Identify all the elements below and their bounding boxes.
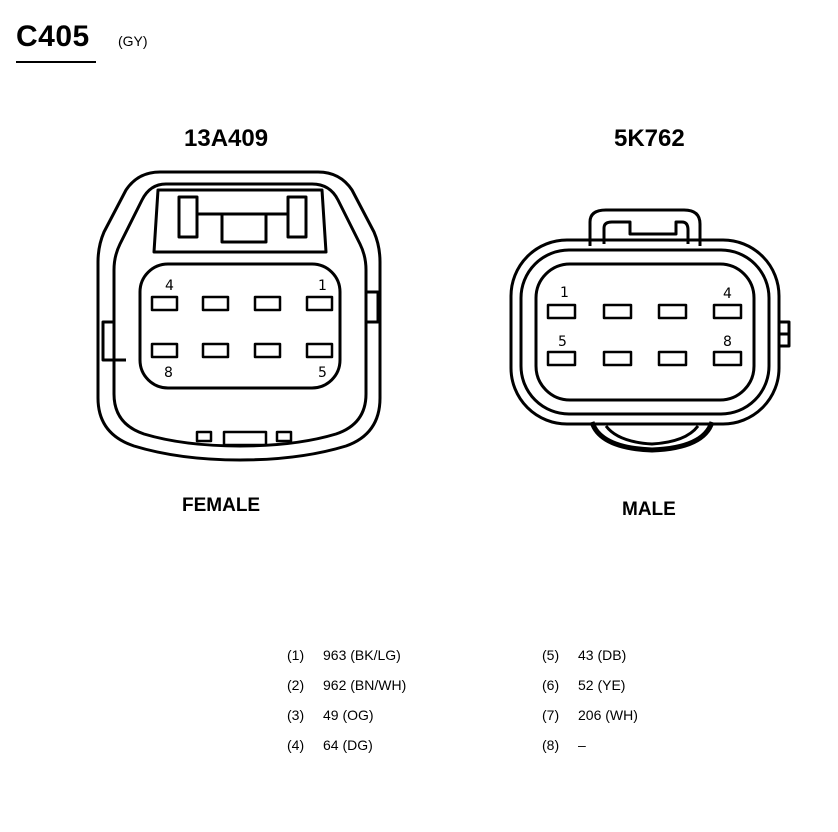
female-pin-label: 8 bbox=[164, 365, 173, 381]
connector-id-underline bbox=[16, 61, 96, 63]
pinout-row: (1) 963 (BK/LG) bbox=[287, 647, 401, 663]
circuit-info: 52 (YE) bbox=[578, 677, 626, 693]
pinout-row: (2) 962 (BN/WH) bbox=[287, 677, 406, 693]
pin-number: (4) bbox=[287, 737, 305, 753]
circuit-info: 49 (OG) bbox=[323, 707, 374, 723]
circuit-info: 64 (DG) bbox=[323, 737, 373, 753]
female-pin-label: 1 bbox=[318, 278, 327, 294]
male-pin-label: 5 bbox=[558, 334, 567, 350]
male-pin-label: 1 bbox=[560, 285, 569, 301]
circuit-info: – bbox=[578, 737, 586, 753]
pinout-row: (8) – bbox=[542, 737, 586, 753]
pin-number: (1) bbox=[287, 647, 305, 663]
pin-number: (6) bbox=[542, 677, 560, 693]
circuit-info: 963 (BK/LG) bbox=[323, 647, 401, 663]
pin-number: (7) bbox=[542, 707, 560, 723]
pinout-row: (3) 49 (OG) bbox=[287, 707, 374, 723]
connector-id: C405 bbox=[16, 20, 90, 53]
male-connector-drawing bbox=[509, 208, 791, 453]
pinout-row: (7) 206 (WH) bbox=[542, 707, 638, 723]
pin-number: (2) bbox=[287, 677, 305, 693]
pin-number: (8) bbox=[542, 737, 560, 753]
pin-number: (3) bbox=[287, 707, 305, 723]
male-label: MALE bbox=[622, 499, 676, 520]
male-pin-label: 8 bbox=[723, 334, 732, 350]
pinout-row: (5) 43 (DB) bbox=[542, 647, 626, 663]
circuit-info: 43 (DB) bbox=[578, 647, 627, 663]
female-part-number: 13A409 bbox=[184, 125, 269, 152]
circuit-info: 962 (BN/WH) bbox=[323, 677, 407, 693]
female-connector-drawing bbox=[96, 170, 382, 462]
pinout-row: (4) 64 (DG) bbox=[287, 737, 373, 753]
connector-color-code: (GY) bbox=[118, 33, 148, 49]
circuit-info: 206 (WH) bbox=[578, 707, 638, 723]
male-pin-label: 4 bbox=[723, 286, 732, 302]
pinout-row: (6) 52 (YE) bbox=[542, 677, 625, 693]
female-pin-label: 5 bbox=[318, 365, 327, 381]
pin-number: (5) bbox=[542, 647, 560, 663]
female-label: FEMALE bbox=[182, 495, 261, 516]
female-pin-label: 4 bbox=[165, 278, 174, 294]
male-part-number: 5K762 bbox=[614, 125, 685, 152]
